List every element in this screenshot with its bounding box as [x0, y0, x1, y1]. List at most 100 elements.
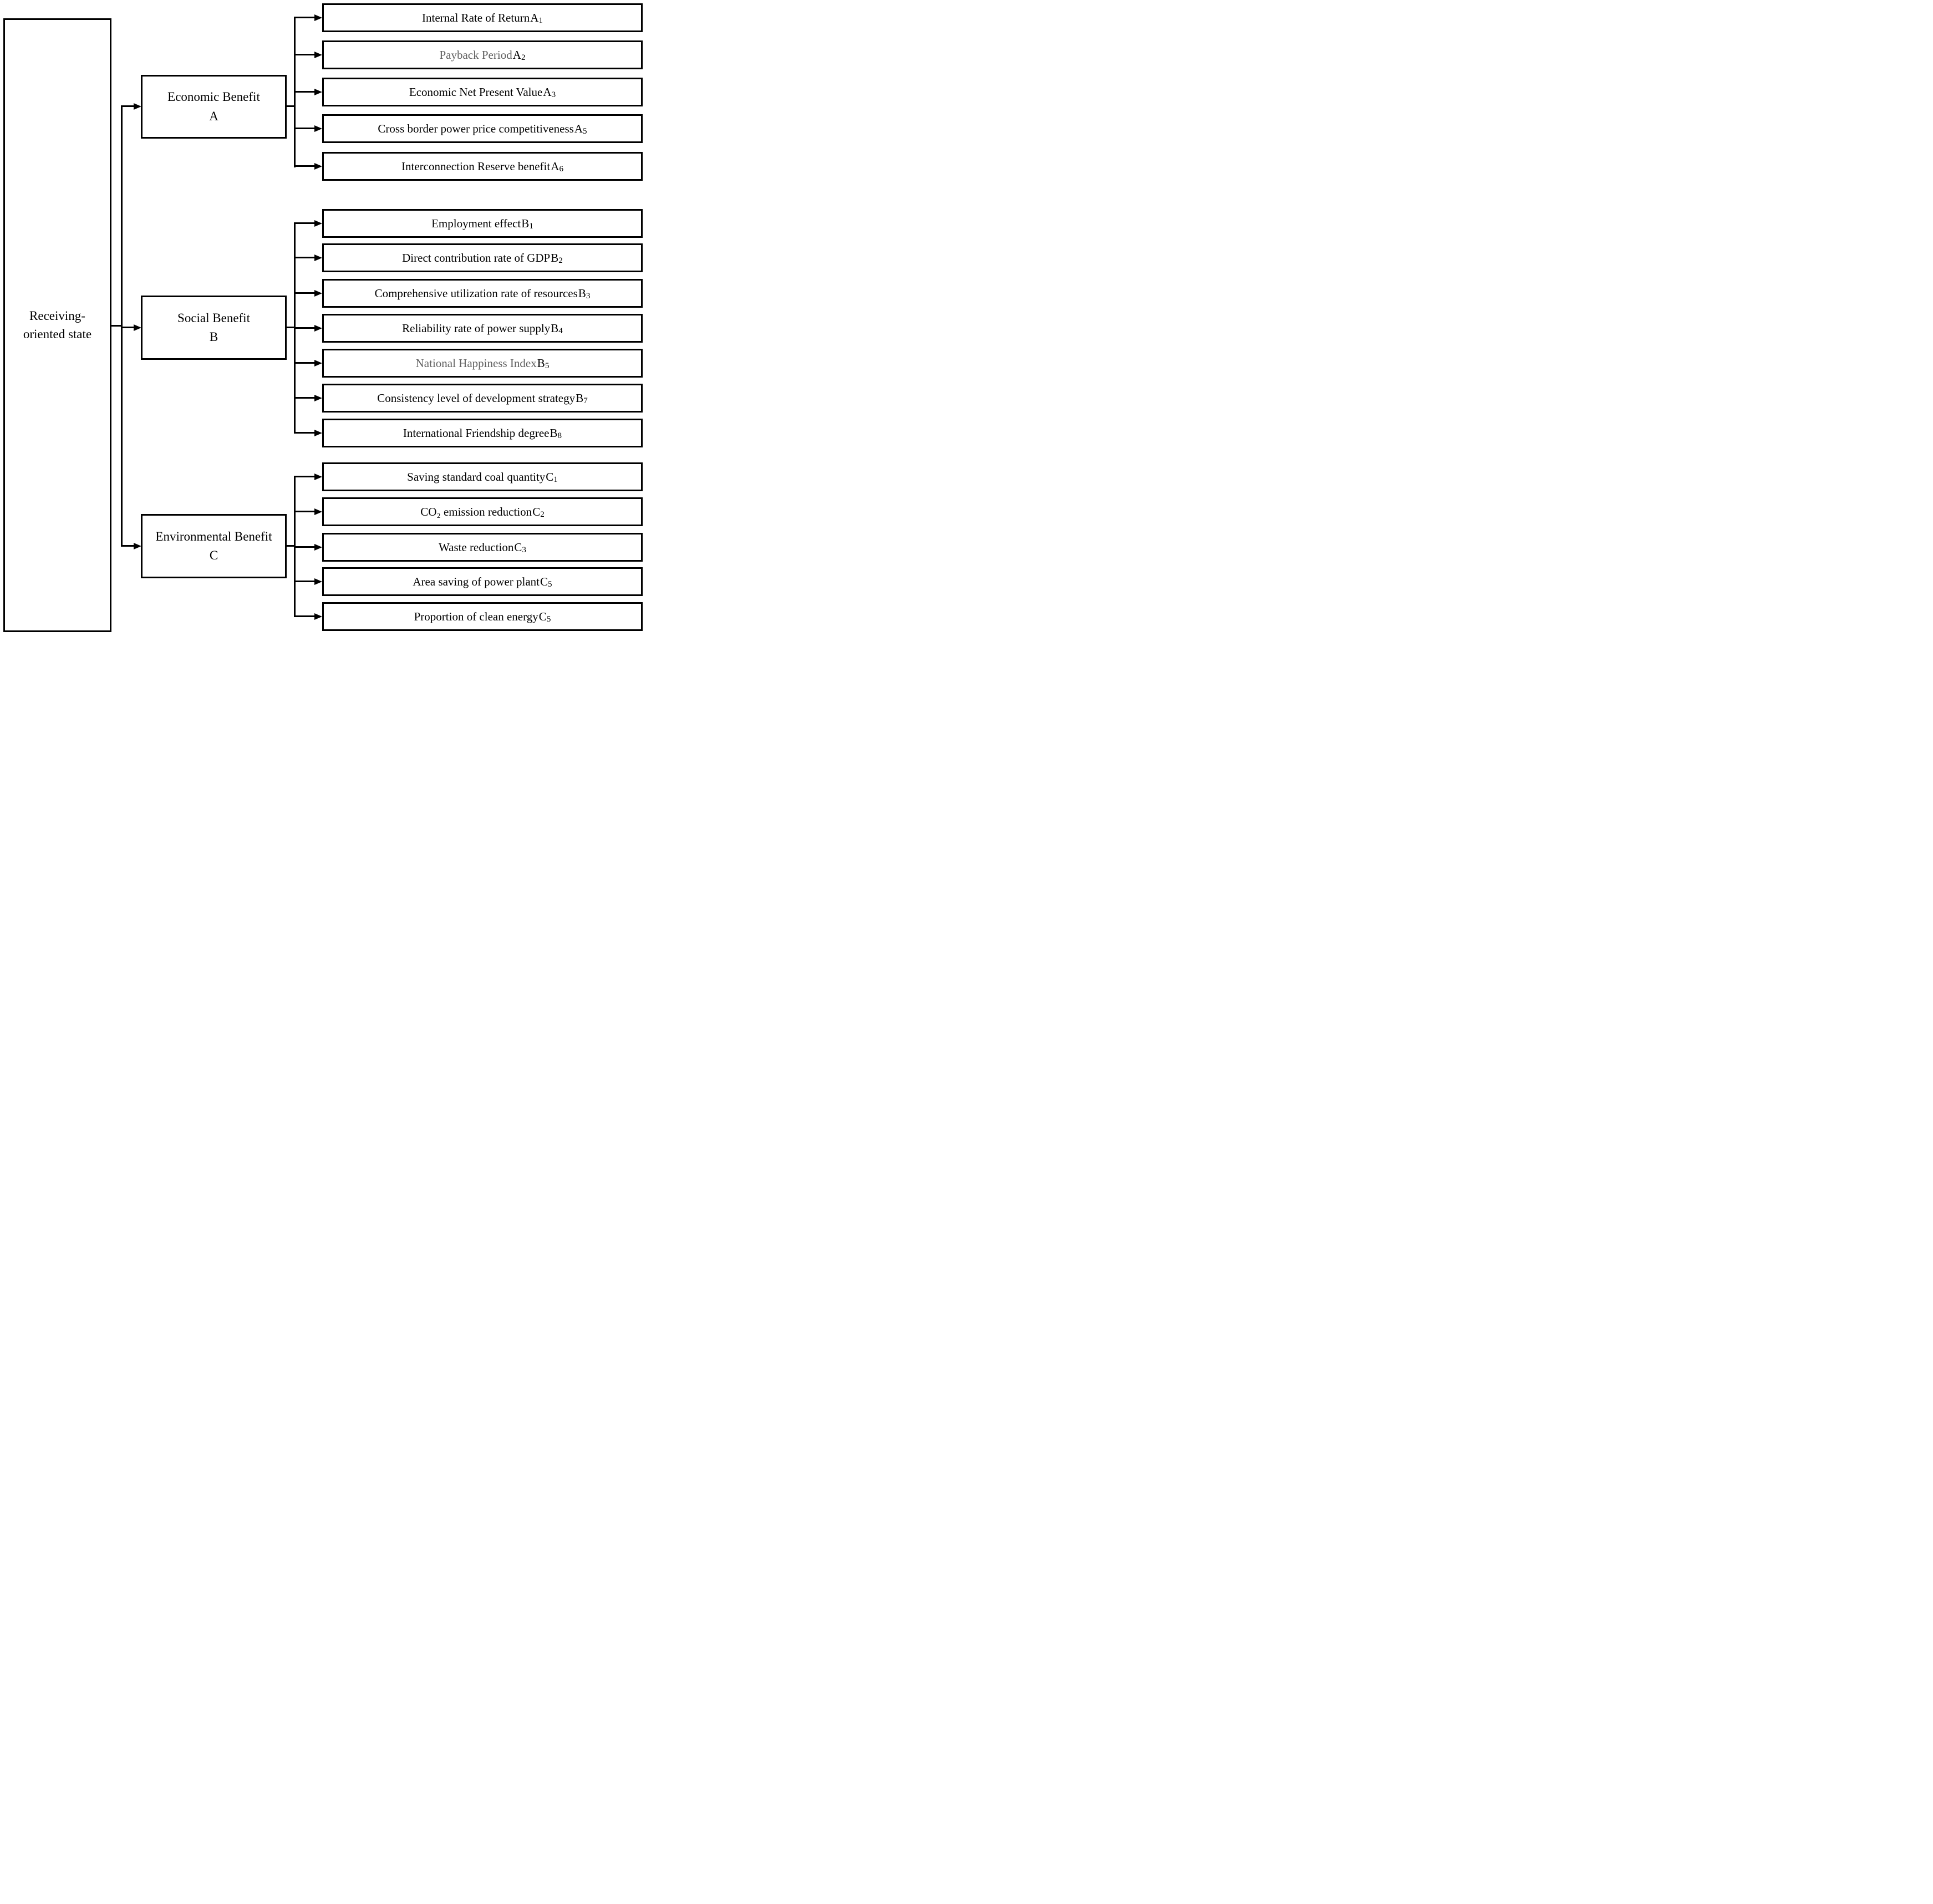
connector-leaf-b1 [294, 222, 315, 224]
root-label-line1: Receiving- [29, 309, 85, 323]
leaf-id: C3 [514, 540, 526, 555]
connector-leaf-c3 [294, 546, 315, 548]
group-box-social-benefit-b: Social Benefit B [141, 296, 287, 360]
group-title: Social Benefit [177, 310, 250, 325]
leaf-box-saving-standard-coal-quantity: Saving standard coal quantity C1 [322, 462, 643, 491]
leaf-box-international-friendship-degree: International Friendship degree B8 [322, 419, 643, 447]
leaf-label: Direct contribution rate of GDP [402, 251, 551, 264]
leaf-id: B5 [537, 356, 550, 371]
leaf-label: Reliability rate of power supply [402, 321, 551, 335]
connector-trunk-vertical [121, 105, 123, 547]
leaf-id: C5 [540, 574, 552, 589]
arrowhead-leaf-a6 [314, 163, 322, 170]
leaf-box-interconnection-reserve-benefit: Interconnection Reserve benefit A6 [322, 152, 643, 181]
arrowhead-environmental [134, 543, 141, 549]
leaf-box-cross-border-power-price-competitiveness: Cross border power price competitiveness… [322, 114, 643, 143]
connector-leaf-a5 [294, 128, 315, 129]
group-title: Economic Benefit [167, 90, 260, 104]
leaf-label: International Friendship degree [403, 426, 550, 440]
group-box-environmental-benefit-c: Environmental Benefit C [141, 514, 287, 578]
leaf-label: Employment effect [431, 216, 521, 230]
connector-leaf-a6 [294, 165, 315, 167]
leaf-id: B8 [550, 426, 562, 441]
hierarchy-diagram: Receiving- oriented state Economic Benef… [0, 0, 644, 635]
leaf-id: B7 [576, 391, 588, 406]
leaf-id: A5 [574, 121, 587, 136]
connector-leaf-c1 [294, 476, 315, 477]
leaf-box-waste-reduction: Waste reduction C3 [322, 533, 643, 562]
arrowhead-leaf-a3 [314, 89, 322, 95]
leaf-id-subscript: 5 [545, 362, 550, 371]
leaf-box-direct-contribution-rate-of-gdp: Direct contribution rate of GDP B2 [322, 243, 643, 272]
leaf-box-employment-effect: Employment effect B1 [322, 209, 643, 238]
leaf-id-subscript: 7 [583, 396, 588, 406]
arrowhead-leaf-c5b [314, 613, 322, 620]
connector-leaf-c5a [294, 581, 315, 582]
leaf-id-subscript: 6 [559, 165, 563, 174]
leaf-label: Area saving of power plant [413, 574, 540, 588]
leaf-id-subscript: 4 [558, 327, 563, 336]
leaf-id-subscript: 2 [521, 53, 526, 63]
leaf-id: A3 [543, 85, 556, 100]
leaf-label: CO₂ emission reduction [420, 505, 532, 518]
leaf-id-subscript: 3 [522, 546, 526, 555]
connector-leaf-b7 [294, 397, 315, 399]
arrowhead-leaf-a1 [314, 14, 322, 21]
arrowhead-economic [134, 103, 141, 110]
leaf-id: B2 [551, 251, 563, 266]
arrowhead-leaf-b7 [314, 395, 322, 401]
root-box-receiving-oriented-state: Receiving- oriented state [3, 18, 111, 632]
leaf-id: A2 [512, 48, 526, 63]
arrowhead-leaf-c5a [314, 578, 322, 585]
leaf-label: Interconnection Reserve benefit [401, 159, 551, 173]
leaf-id: B1 [521, 216, 533, 231]
leaf-box-internal-rate-of-return: Internal Rate of Return A1 [322, 3, 643, 32]
leaf-box-reliability-rate-of-power-supply: Reliability rate of power supply B4 [322, 314, 643, 343]
arrowhead-leaf-b4 [314, 325, 322, 332]
leaf-id: A1 [530, 11, 543, 26]
leaf-id-subscript: 2 [540, 510, 545, 520]
leaf-box-payback-period: Payback Period A2 [322, 40, 643, 69]
leaf-label: Comprehensive utilization rate of resour… [374, 286, 578, 300]
leaf-box-area-saving-of-power-plant: Area saving of power plant C5 [322, 567, 643, 596]
leaf-id: B4 [551, 321, 563, 336]
connector-leaf-b2 [294, 257, 315, 258]
connector-leaf-b8 [294, 432, 315, 434]
arrowhead-leaf-b5 [314, 360, 322, 366]
leaf-id-subscript: 3 [586, 292, 591, 301]
connector-leaf-a3 [294, 91, 315, 93]
leaf-label: Economic Net Present Value [409, 85, 543, 99]
leaf-id-subscript: 5 [548, 580, 552, 589]
connector-social-to-bus [285, 327, 296, 328]
leaf-box-national-happiness-index: National Happiness Index B5 [322, 349, 643, 378]
leaf-id-subscript: 1 [553, 475, 558, 485]
leaf-box-co2-emission-reduction: CO₂ emission reduction C2 [322, 497, 643, 526]
leaf-box-economic-net-present-value: Economic Net Present Value A3 [322, 78, 643, 106]
connector-leaf-b5 [294, 362, 315, 364]
root-label-line2: oriented state [23, 327, 92, 341]
connector-leaf-c5b [294, 615, 315, 617]
connector-environmental-to-bus [285, 545, 296, 547]
arrowhead-leaf-a2 [314, 52, 322, 58]
connector-leaf-b3 [294, 292, 315, 294]
leaf-label: Internal Rate of Return [422, 11, 530, 24]
leaf-label: Consistency level of development strateg… [377, 391, 576, 405]
leaf-id: C2 [532, 505, 545, 520]
arrowhead-leaf-c1 [314, 474, 322, 480]
leaf-box-comprehensive-utilization-rate-of-resources: Comprehensive utilization rate of resour… [322, 279, 643, 308]
leaf-label: Waste reduction [439, 540, 514, 554]
connector-leaf-b4 [294, 327, 315, 329]
leaf-id: B3 [578, 286, 591, 301]
group-letter: C [209, 548, 218, 562]
leaf-label: National Happiness Index [415, 356, 537, 370]
arrowhead-leaf-b8 [314, 430, 322, 436]
leaf-box-proportion-of-clean-energy: Proportion of clean energy C5 [322, 602, 643, 631]
leaf-id-subscript: 1 [529, 222, 533, 231]
leaf-id: C5 [538, 609, 551, 624]
connector-leaf-a1 [294, 17, 315, 18]
leaf-label: Saving standard coal quantity [407, 470, 546, 483]
arrowhead-leaf-b1 [314, 220, 322, 227]
leaf-id: C1 [546, 470, 558, 485]
connector-economic-to-bus [285, 105, 296, 107]
group-letter: B [209, 330, 218, 344]
